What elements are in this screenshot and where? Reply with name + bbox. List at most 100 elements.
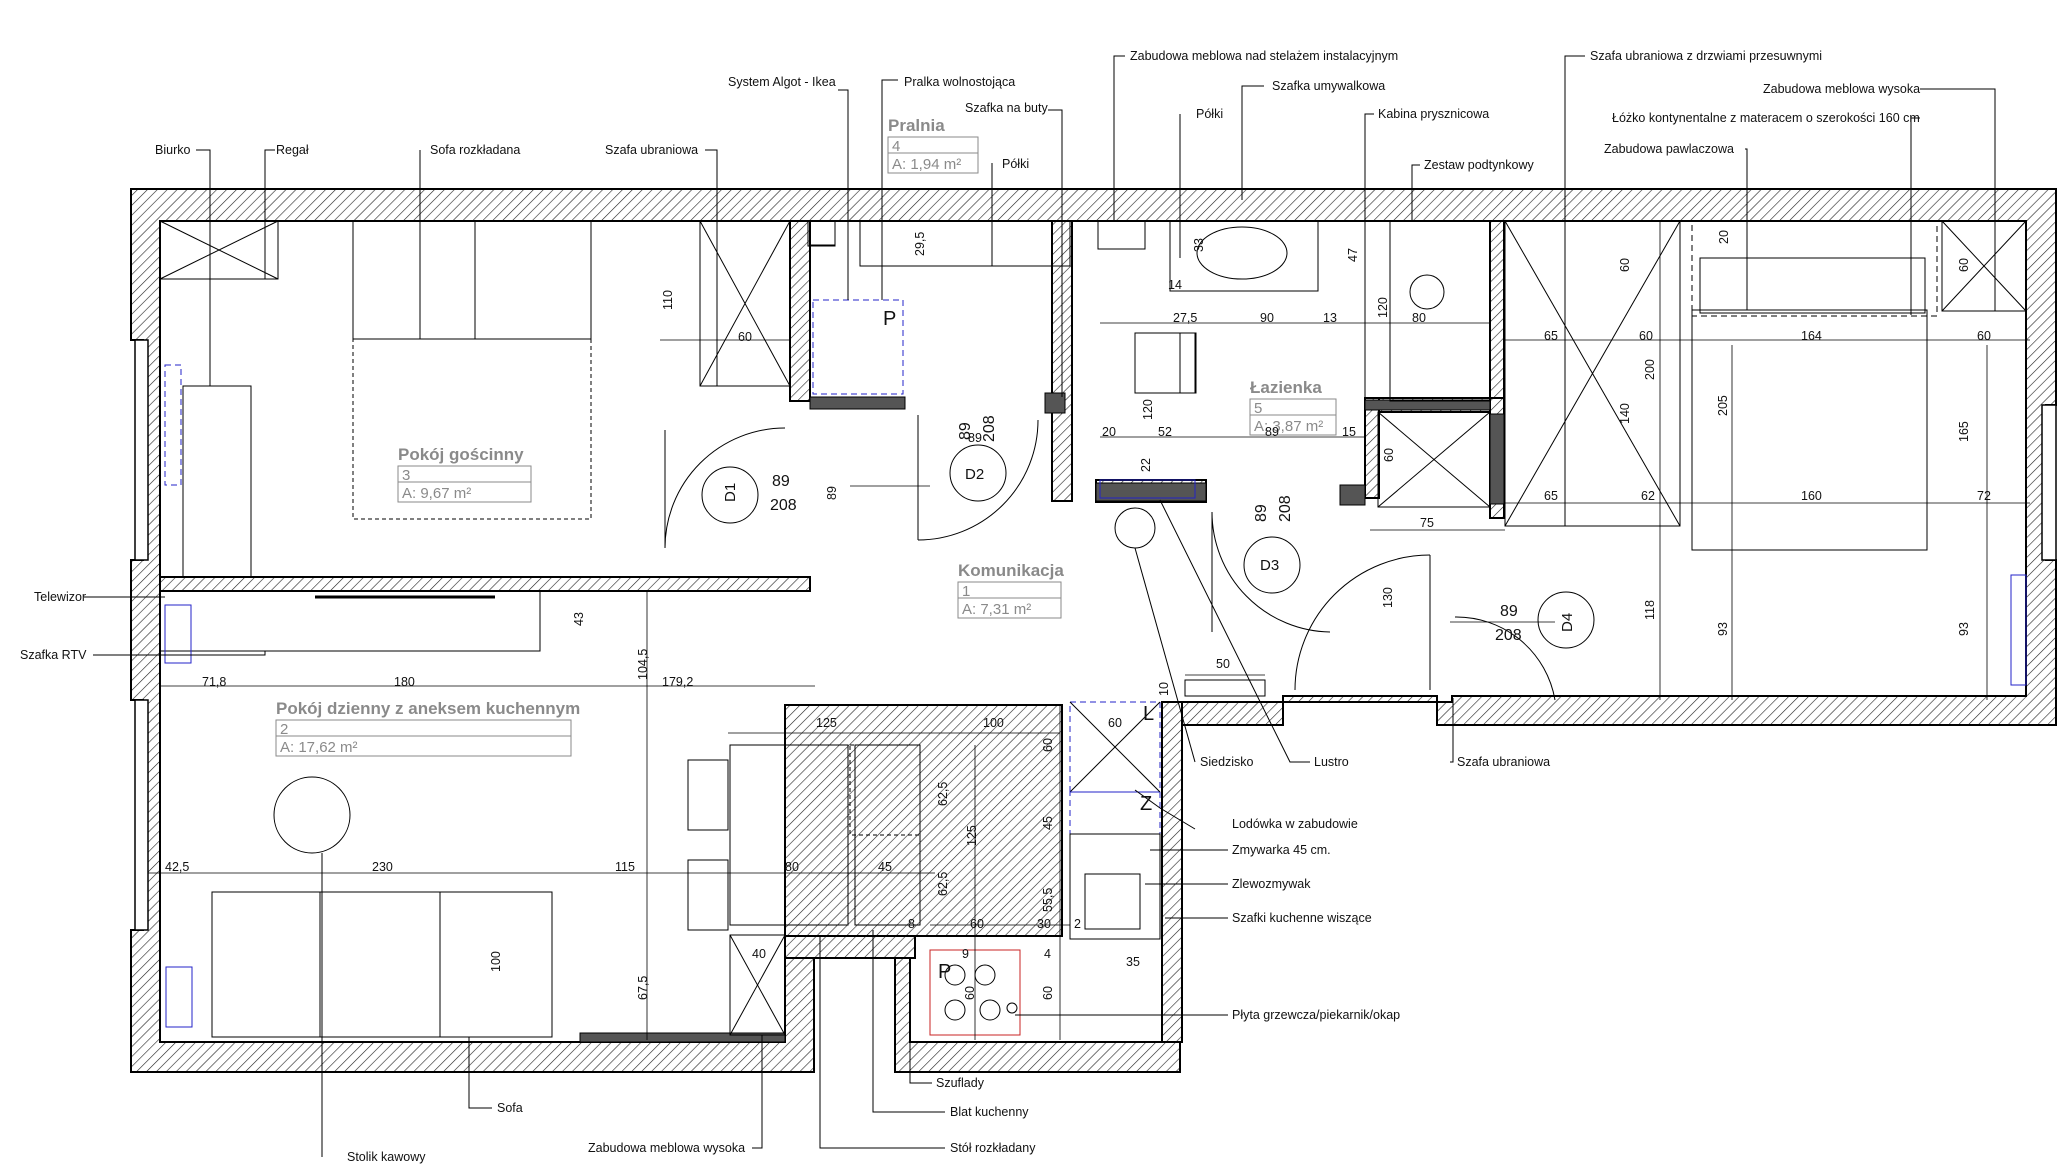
room-pralnia: Pralnia 4 A: 1,94 m² [887, 116, 979, 174]
room-pokoj-goscinny: Pokój gościnny 3 A: 9,67 m² [397, 445, 532, 503]
label-pralka: Pralka wolnostojąca [904, 75, 1015, 89]
wall-bath-inner [1364, 397, 1380, 499]
svg-text:60: 60 [1957, 258, 1971, 272]
furniture [159, 220, 2027, 1038]
svg-text:60: 60 [1382, 448, 1396, 462]
svg-text:100: 100 [489, 951, 503, 972]
svg-text:120: 120 [1141, 399, 1155, 420]
svg-text:27,5: 27,5 [1173, 311, 1197, 325]
label-biurko: Biurko [155, 143, 190, 157]
room-number: 2 [280, 721, 288, 738]
svg-text:208: 208 [770, 497, 797, 514]
label-szuflady: Szuflady [936, 1076, 985, 1090]
label-siedzisko: Siedzisko [1200, 755, 1254, 769]
room-name: Komunikacja [958, 561, 1064, 580]
door-d4: D4 89 208 [1495, 603, 1576, 644]
mark-p: P [938, 961, 951, 983]
svg-text:205: 205 [1716, 395, 1730, 416]
svg-text:62,5: 62,5 [936, 782, 950, 806]
room-area: A: 3,87 m² [1254, 418, 1323, 435]
svg-text:80: 80 [785, 860, 799, 874]
svg-text:65: 65 [1544, 489, 1558, 503]
svg-text:180: 180 [394, 675, 415, 689]
svg-text:80: 80 [1412, 311, 1426, 325]
svg-text:67,5: 67,5 [636, 976, 650, 1000]
room-area: A: 17,62 m² [280, 739, 358, 756]
svg-text:4: 4 [1044, 947, 1051, 961]
svg-text:90: 90 [1260, 311, 1274, 325]
svg-text:208: 208 [981, 415, 998, 442]
svg-text:9: 9 [962, 947, 969, 961]
room-number: 1 [962, 583, 970, 600]
svg-text:93: 93 [1716, 622, 1730, 636]
wall-kitchen-right [1161, 701, 1183, 1043]
label-polki: Półki [1002, 157, 1029, 171]
svg-text:60: 60 [1618, 258, 1632, 272]
label-sofa-rozkladana: Sofa rozkładana [430, 143, 520, 157]
wall-fills [579, 392, 1505, 1043]
svg-text:29,5: 29,5 [913, 232, 927, 256]
svg-text:D4: D4 [1559, 613, 1576, 632]
label-lustro: Lustro [1314, 755, 1349, 769]
room-name: Pralnia [888, 116, 945, 135]
svg-text:10: 10 [1157, 682, 1171, 696]
dimensions: 1 10 60 29,5 33 47 14 27,5 90 13 120 80 1… [165, 230, 1991, 1000]
label-lozko: Łóżko kontynentalne z materacem o szerok… [1612, 111, 1920, 125]
room-number: 4 [892, 138, 900, 155]
svg-text:89: 89 [968, 431, 982, 445]
label-zabudowa-wysoka-2: Zabudowa meblowa wysoka [588, 1141, 745, 1155]
room-area: A: 9,67 m² [402, 485, 471, 502]
wall-kitchen-top [784, 935, 916, 959]
room-area: A: 7,31 m² [962, 601, 1031, 618]
svg-text:65: 65 [1544, 329, 1558, 343]
label-telewizor: Telewizor [34, 590, 86, 604]
svg-text:47: 47 [1346, 248, 1360, 262]
door-markers [701, 444, 1595, 649]
svg-text:130: 130 [1381, 587, 1395, 608]
svg-text:52: 52 [1158, 425, 1172, 439]
room-area: A: 1,94 m² [892, 156, 961, 173]
svg-text:13: 13 [1323, 311, 1337, 325]
svg-text:60: 60 [1041, 738, 1055, 752]
label-stolik: Stolik kawowy [347, 1150, 426, 1164]
svg-text:D1: D1 [722, 483, 739, 502]
label-zabudowa-nad-stelazem: Zabudowa meblowa nad stelażem instalacyj… [1130, 49, 1398, 63]
svg-text:45: 45 [878, 860, 892, 874]
svg-text:89: 89 [1253, 504, 1270, 522]
svg-text:104,5: 104,5 [636, 649, 650, 680]
svg-text:60: 60 [963, 986, 977, 1000]
svg-text:60: 60 [1041, 986, 1055, 1000]
svg-text:55,5: 55,5 [1041, 888, 1055, 912]
svg-text:89: 89 [1265, 425, 1279, 439]
svg-text:15: 15 [1342, 425, 1356, 439]
svg-text:165: 165 [1957, 421, 1971, 442]
svg-text:62: 62 [1641, 489, 1655, 503]
svg-text:89: 89 [772, 473, 790, 490]
room-number: 3 [402, 467, 410, 484]
marks: P P L Z [883, 308, 1154, 983]
svg-text:89: 89 [1500, 603, 1518, 620]
leader-lines [84, 55, 1996, 1157]
svg-text:89: 89 [957, 422, 974, 440]
svg-text:14: 14 [1168, 278, 1182, 292]
svg-text:115: 115 [615, 860, 635, 874]
svg-text:60: 60 [738, 330, 752, 344]
svg-text:D3: D3 [1260, 557, 1279, 574]
room-lazienka: Łazienka 5 A: 3,87 m² [1249, 378, 1337, 436]
label-plyta: Płyta grzewcza/piekarnik/okap [1232, 1008, 1400, 1022]
svg-text:45: 45 [1041, 816, 1055, 830]
mark-p: P [883, 308, 896, 330]
svg-text:60: 60 [1108, 716, 1122, 730]
room-number: 5 [1254, 400, 1262, 417]
svg-text:230: 230 [372, 860, 393, 874]
svg-text:89: 89 [825, 486, 839, 500]
door-swings [664, 415, 1556, 701]
label-lodowka: Lodówka w zabudowie [1232, 817, 1358, 831]
label-zmywarka: Zmywarka 45 cm. [1232, 843, 1331, 857]
svg-text:33: 33 [1192, 238, 1206, 252]
svg-text:60: 60 [1977, 329, 1991, 343]
wall-guest-right [789, 220, 811, 402]
room-name: Łazienka [1250, 378, 1322, 397]
svg-text:71,8: 71,8 [202, 675, 226, 689]
door-d2: D2 89 208 [957, 415, 998, 483]
